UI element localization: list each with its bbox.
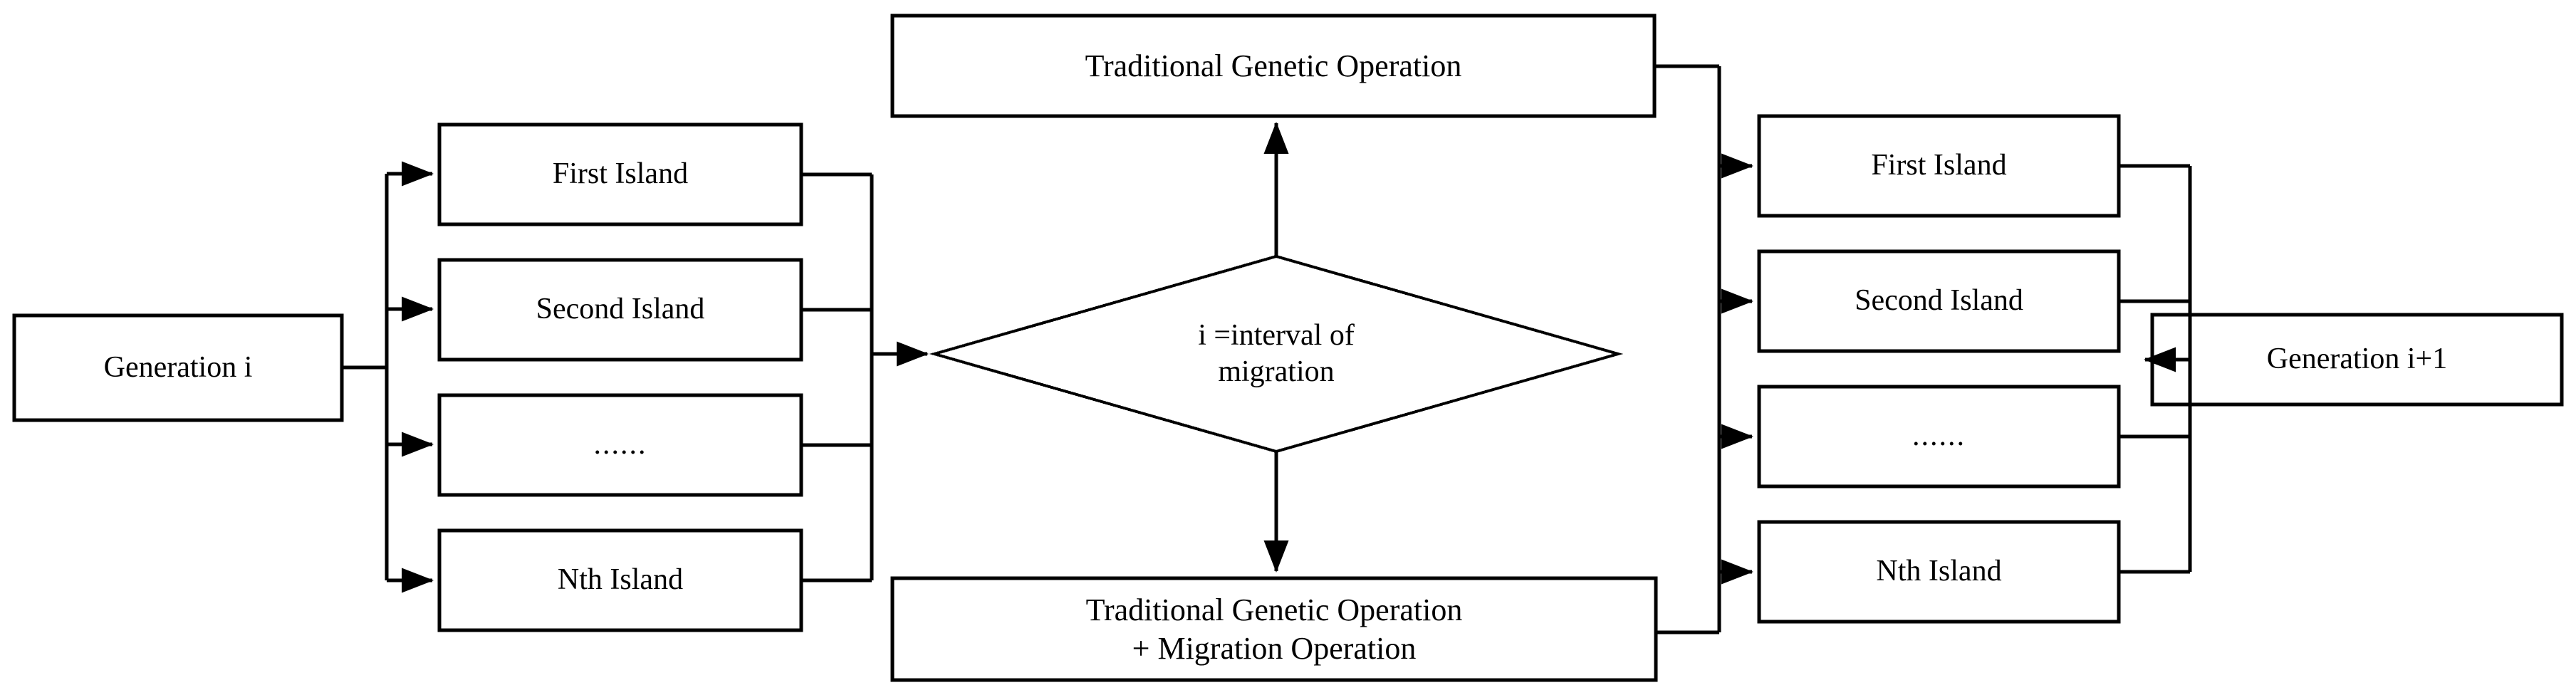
node-left-island-3-box[interactable] bbox=[437, 393, 803, 497]
node-right-island-1-box[interactable] bbox=[1757, 114, 2121, 218]
node-generation-i-plus-1-box[interactable] bbox=[2150, 313, 2564, 407]
node-traditional-genetic-operation-box[interactable] bbox=[890, 14, 1657, 118]
node-generation-i-box[interactable] bbox=[12, 313, 344, 422]
node-right-island-4-box[interactable] bbox=[1757, 520, 2121, 624]
node-traditional-plus-migration-box[interactable] bbox=[890, 576, 1658, 682]
node-decision-diamond[interactable] bbox=[929, 254, 1624, 454]
node-left-island-1-box[interactable] bbox=[437, 122, 803, 226]
node-right-island-3-box[interactable] bbox=[1757, 385, 2121, 489]
node-right-island-2-box[interactable] bbox=[1757, 249, 2121, 353]
node-left-island-4-box[interactable] bbox=[437, 528, 803, 632]
node-left-island-2-box[interactable] bbox=[437, 258, 803, 362]
